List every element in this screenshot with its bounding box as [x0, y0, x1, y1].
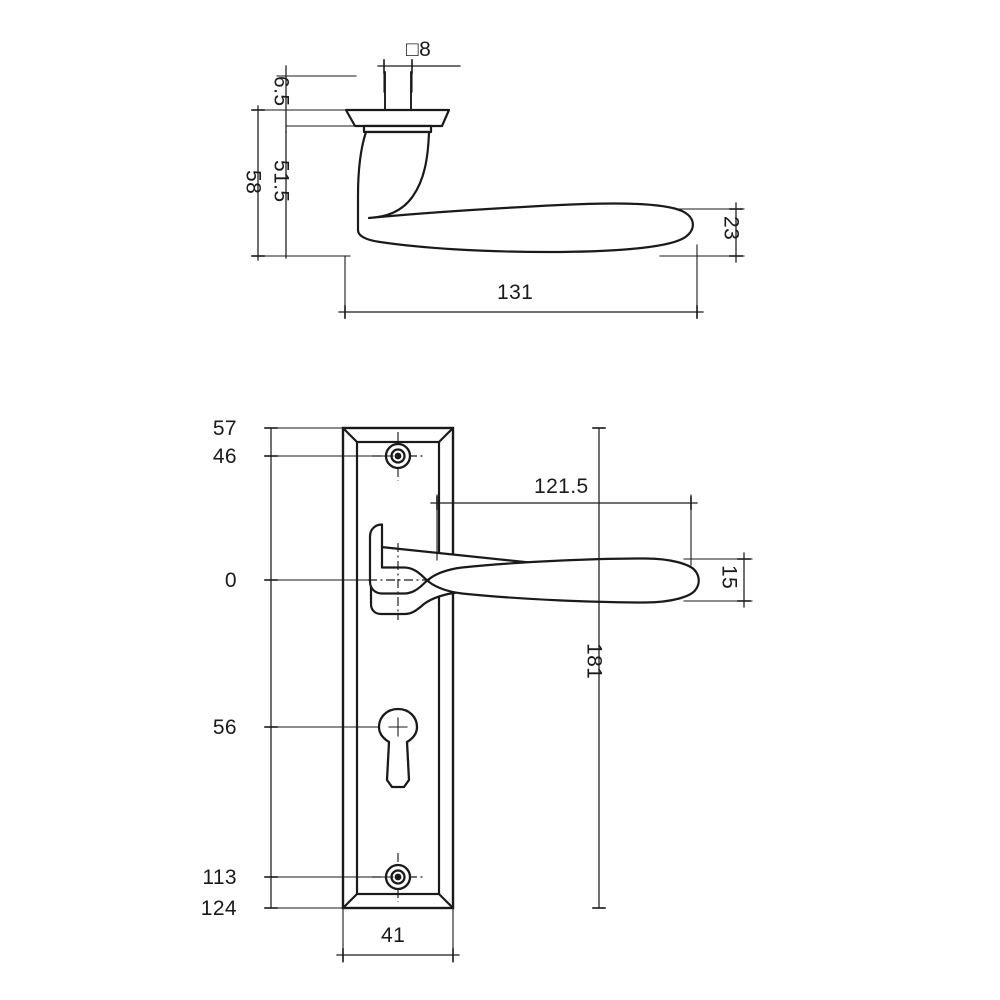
ordinate-124: 124	[201, 897, 454, 920]
dim-lever-projection: 121.5	[430, 475, 698, 566]
plan-lever-outline	[368, 523, 700, 604]
dim-51-5-label: 51.5	[270, 160, 293, 202]
backplate-outer	[341, 426, 455, 910]
spindle-dimension: □8	[377, 38, 461, 93]
side-elevation-view: □8 6.5 58	[242, 38, 745, 319]
dim-spindle-label: □8	[406, 38, 431, 61]
ordinate-46-label: 46	[213, 445, 237, 468]
dim-41-label: 41	[381, 924, 405, 947]
backplate-bevel-corners	[342, 427, 454, 909]
dim-lever-thickness: 23	[659, 202, 745, 263]
ordinate-0: 0	[225, 569, 376, 592]
dim-lever-height: 51.5	[270, 131, 293, 259]
dim-121-5-label: 121.5	[534, 475, 589, 498]
ordinate-113-label: 113	[202, 866, 237, 889]
dim-6-5-label: 6.5	[270, 76, 293, 106]
dim-181-label: 181	[583, 643, 606, 679]
side-rose-neck	[362, 124, 433, 134]
dim-plate-length: 181	[583, 427, 606, 909]
ordinate-56-label: 56	[213, 716, 237, 739]
ordinate-46: 46	[213, 445, 394, 468]
plan-lever-centre-cross	[368, 543, 430, 620]
side-lever-body	[356, 130, 694, 254]
spindle-shaft	[384, 71, 412, 111]
dim-131-label: 131	[497, 281, 533, 304]
dim-rose-height: 6.5	[270, 65, 361, 133]
dim-lever-length: 131	[338, 244, 704, 319]
ordinate-56: 56	[213, 716, 379, 739]
dim-lever-width: 15	[683, 552, 753, 608]
dim-plate-width: 41	[336, 907, 460, 963]
keyhole-outline	[377, 707, 419, 789]
dim-total-height: 58	[242, 105, 351, 261]
dim-58-label: 58	[242, 170, 265, 194]
ordinate-57: 57	[213, 417, 454, 440]
ordinate-113: 113	[202, 866, 394, 889]
ordinate-124-label: 124	[201, 897, 237, 920]
dim-23-label: 23	[720, 216, 743, 240]
ordinate-57-label: 57	[213, 417, 237, 440]
ordinate-0-label: 0	[225, 569, 237, 592]
dim-15-label: 15	[718, 565, 741, 589]
front-plan-view: 57 46 0 56 113 124	[201, 417, 753, 963]
keyhole	[377, 707, 419, 789]
side-rose-escutcheon	[344, 108, 451, 128]
